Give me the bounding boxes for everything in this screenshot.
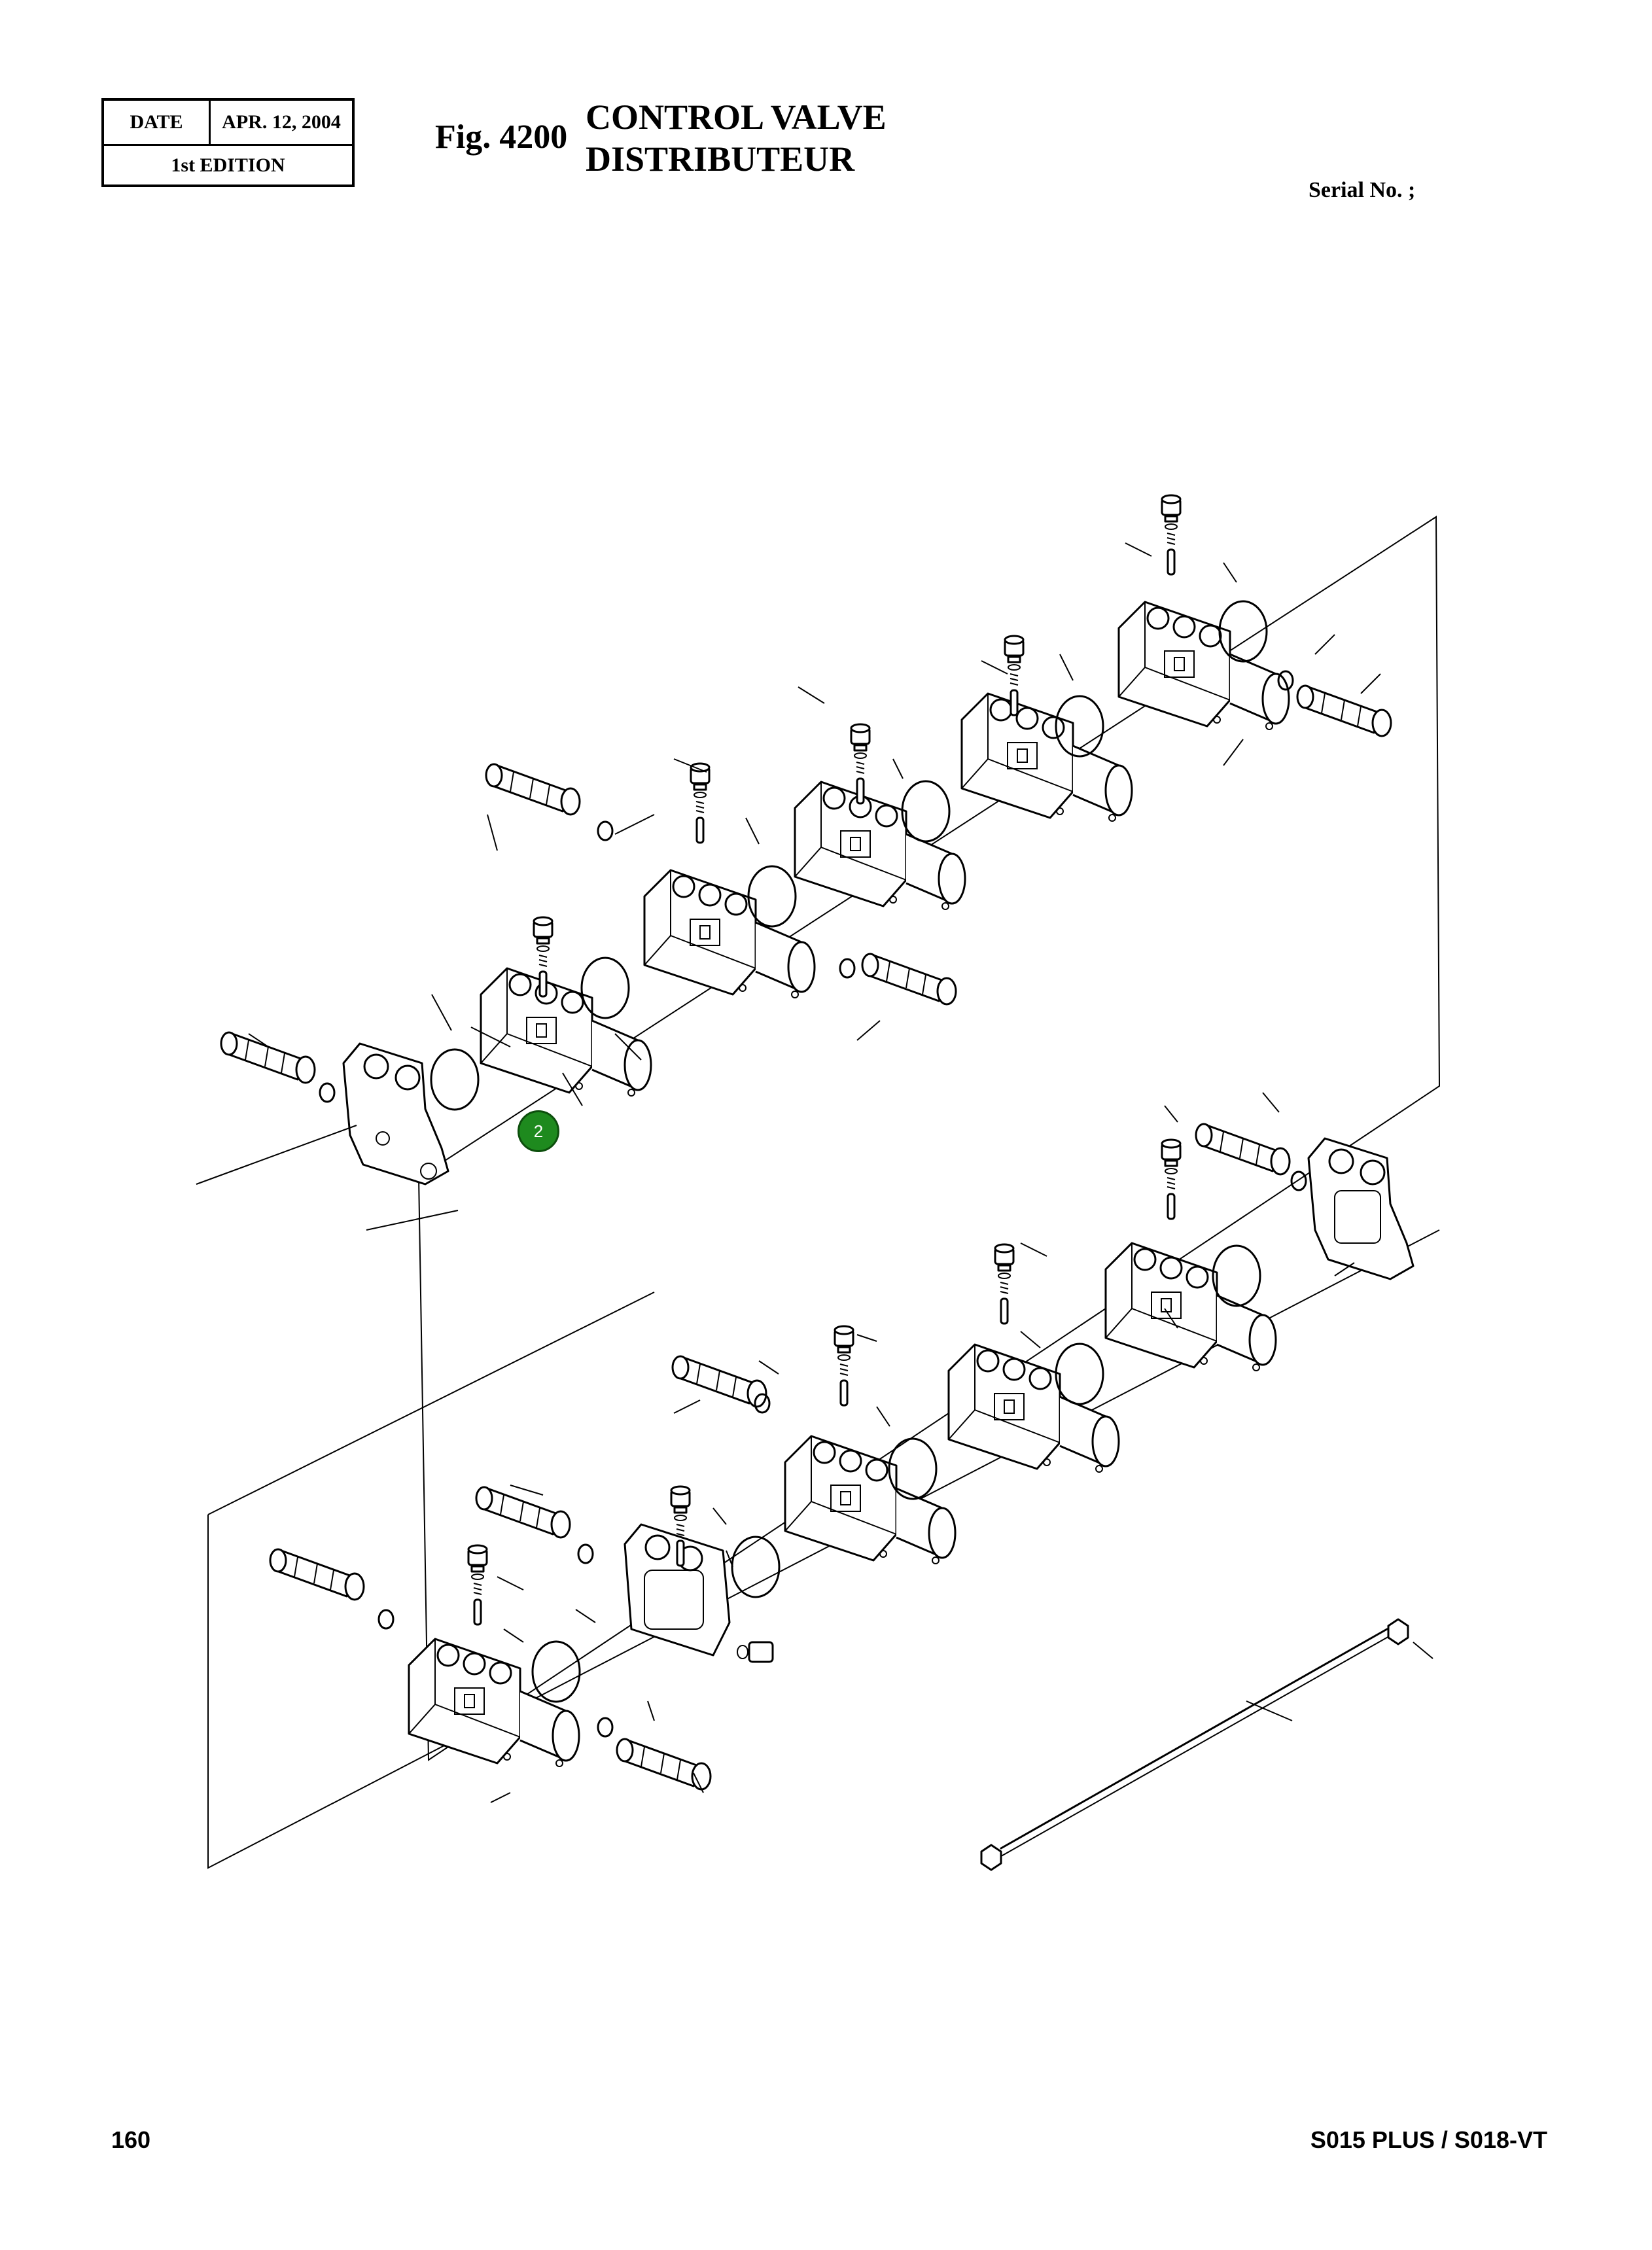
plug-bolt <box>994 1243 1015 1325</box>
upper-frame <box>417 516 1441 1761</box>
small-oring <box>597 820 614 841</box>
lower-valve-section-4 <box>408 1638 580 1768</box>
lower-valve-section-1 <box>1104 1242 1277 1372</box>
date-label: DATE <box>104 101 211 144</box>
plug-bolt <box>834 1325 854 1407</box>
small-oring <box>1290 1170 1307 1191</box>
small-oring <box>839 958 856 979</box>
upper-valve-section-2 <box>643 869 816 999</box>
upper-spool-2 <box>485 763 581 816</box>
oring <box>747 865 797 928</box>
lower-spool-4 <box>269 1548 365 1601</box>
plug-bolt <box>1161 494 1182 576</box>
edition-label: 1st EDITION <box>171 154 285 176</box>
page-number: 160 <box>111 2126 151 2153</box>
lower-valve-section-3 <box>784 1435 957 1565</box>
title-french: DISTRIBUTEUR <box>586 139 855 179</box>
plug-bolt <box>690 762 711 844</box>
oring <box>1055 1343 1104 1405</box>
upper-spool-5 <box>1296 684 1392 737</box>
lower-outlet-cover <box>1307 1137 1415 1280</box>
lower-valve-section-2 <box>947 1343 1120 1473</box>
serial-number: Serial No. ; <box>1309 178 1416 202</box>
title-english: CONTROL VALVE <box>586 97 887 137</box>
plug-bolt <box>1161 1138 1182 1220</box>
upper-valve-section-4 <box>960 692 1133 822</box>
upper-inlet-fitting <box>220 1031 316 1084</box>
lower-spool-4b <box>616 1738 712 1791</box>
plug-bolt <box>850 723 871 805</box>
oring <box>901 780 951 843</box>
oring <box>1212 1244 1261 1307</box>
upper-valve-section-5 <box>1117 601 1290 731</box>
model-name: S015 PLUS / S018-VT <box>1310 2126 1547 2153</box>
date-row: DATE APR. 12, 2004 <box>104 101 352 146</box>
date-value: APR. 12, 2004 <box>222 111 341 133</box>
small-oring <box>597 1717 614 1738</box>
date-edition-box: DATE APR. 12, 2004 1st EDITION <box>101 98 355 187</box>
small-oring <box>378 1609 395 1630</box>
lower-fitting-3 <box>475 1486 571 1539</box>
upper-spool-2b <box>861 953 957 1006</box>
small-oring <box>319 1082 336 1103</box>
leader-lines <box>196 542 1381 1803</box>
oring <box>580 957 630 1019</box>
upper-valve-section-3 <box>794 781 966 911</box>
lower-middle-cover <box>624 1523 731 1657</box>
oring <box>430 1048 480 1111</box>
tie-rod <box>980 1618 1433 1871</box>
oring <box>731 1536 781 1598</box>
upper-valve-section-1 <box>480 967 652 1097</box>
lower-outlet-fitting <box>1195 1123 1291 1176</box>
upper-inlet-cover <box>342 1042 449 1186</box>
plug-bolt <box>467 1544 488 1626</box>
lower-plug <box>737 1641 774 1663</box>
oring <box>531 1640 581 1703</box>
small-oring <box>577 1543 594 1564</box>
figure-number: Fig. 4200 <box>435 118 568 156</box>
part-callout-2[interactable]: 2 <box>518 1110 559 1152</box>
lower-spool-3 <box>671 1355 767 1408</box>
